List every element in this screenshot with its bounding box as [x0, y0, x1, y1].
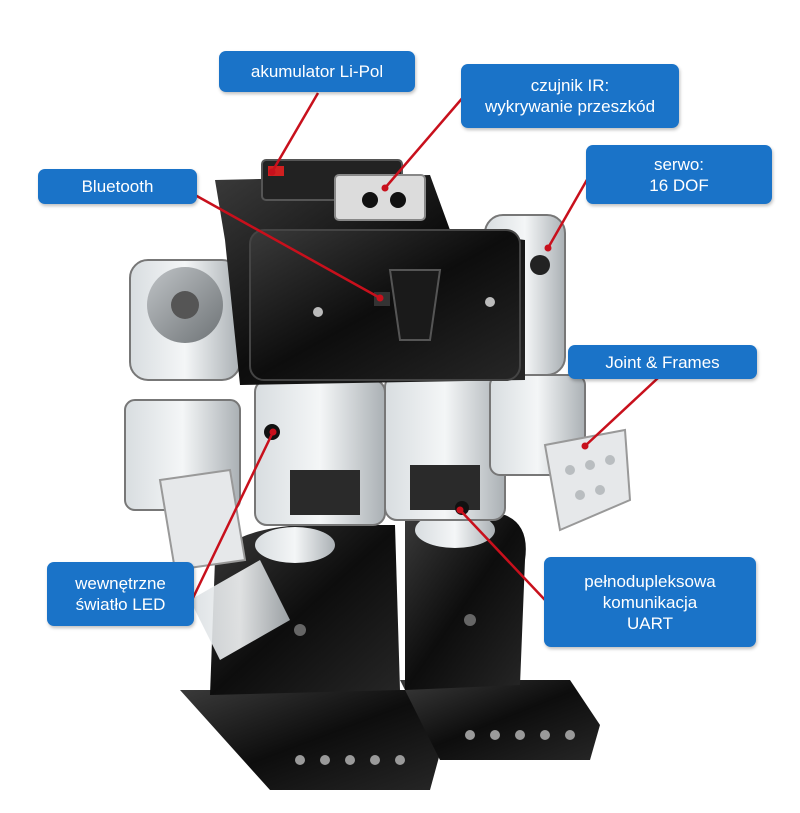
callout-bluetooth-text: Bluetooth: [81, 177, 154, 196]
callout-uart-line-1: pełnodupleksowa: [584, 571, 716, 591]
callout-uart-line-2: komunikacja: [602, 592, 698, 612]
callout-led-line-1: wewnętrzne: [75, 574, 166, 593]
callout-battery: akumulator Li-Pol: [219, 51, 415, 92]
leader-led: [190, 431, 275, 601]
leader-bluetooth: [194, 193, 381, 300]
leader-servo: [546, 177, 590, 249]
torso: [215, 175, 525, 385]
ir-sensor-unit: [334, 174, 426, 221]
leader-uart: [459, 509, 546, 601]
callout-led-line-2: światło LED: [75, 595, 166, 614]
callout-ir-line-1: czujnik IR:: [530, 76, 610, 95]
leader-joints: [584, 377, 659, 447]
thighs: [254, 374, 506, 526]
callout-bluetooth: Bluetooth: [38, 169, 197, 204]
leader-battery: [270, 92, 320, 173]
callout-ir-line-2: wykrywanie przeszkód: [484, 97, 656, 116]
lower-legs: [190, 512, 526, 695]
left-arm: [124, 259, 247, 572]
callout-led: wewnętrzne światło LED: [47, 562, 194, 626]
callout-servo-line-1: serwo:: [653, 154, 705, 174]
callout-joints-text: Joint & Frames: [605, 352, 720, 372]
callout-ir-sensor: czujnik IR: wykrywanie przeszkód: [461, 64, 679, 128]
callout-servo: serwo: 16 DOF: [586, 145, 772, 204]
callout-uart: pełnodupleksowa komunikacja UART: [544, 557, 756, 647]
leader-lines: [190, 92, 659, 601]
callout-joints: Joint & Frames: [568, 345, 757, 379]
callout-servo-line-2: 16 DOF: [649, 175, 709, 195]
feet: [180, 680, 600, 790]
callout-battery-text: akumulator Li-Pol: [250, 62, 384, 81]
callout-uart-line-3: UART: [627, 613, 673, 633]
leader-ir: [384, 94, 466, 189]
